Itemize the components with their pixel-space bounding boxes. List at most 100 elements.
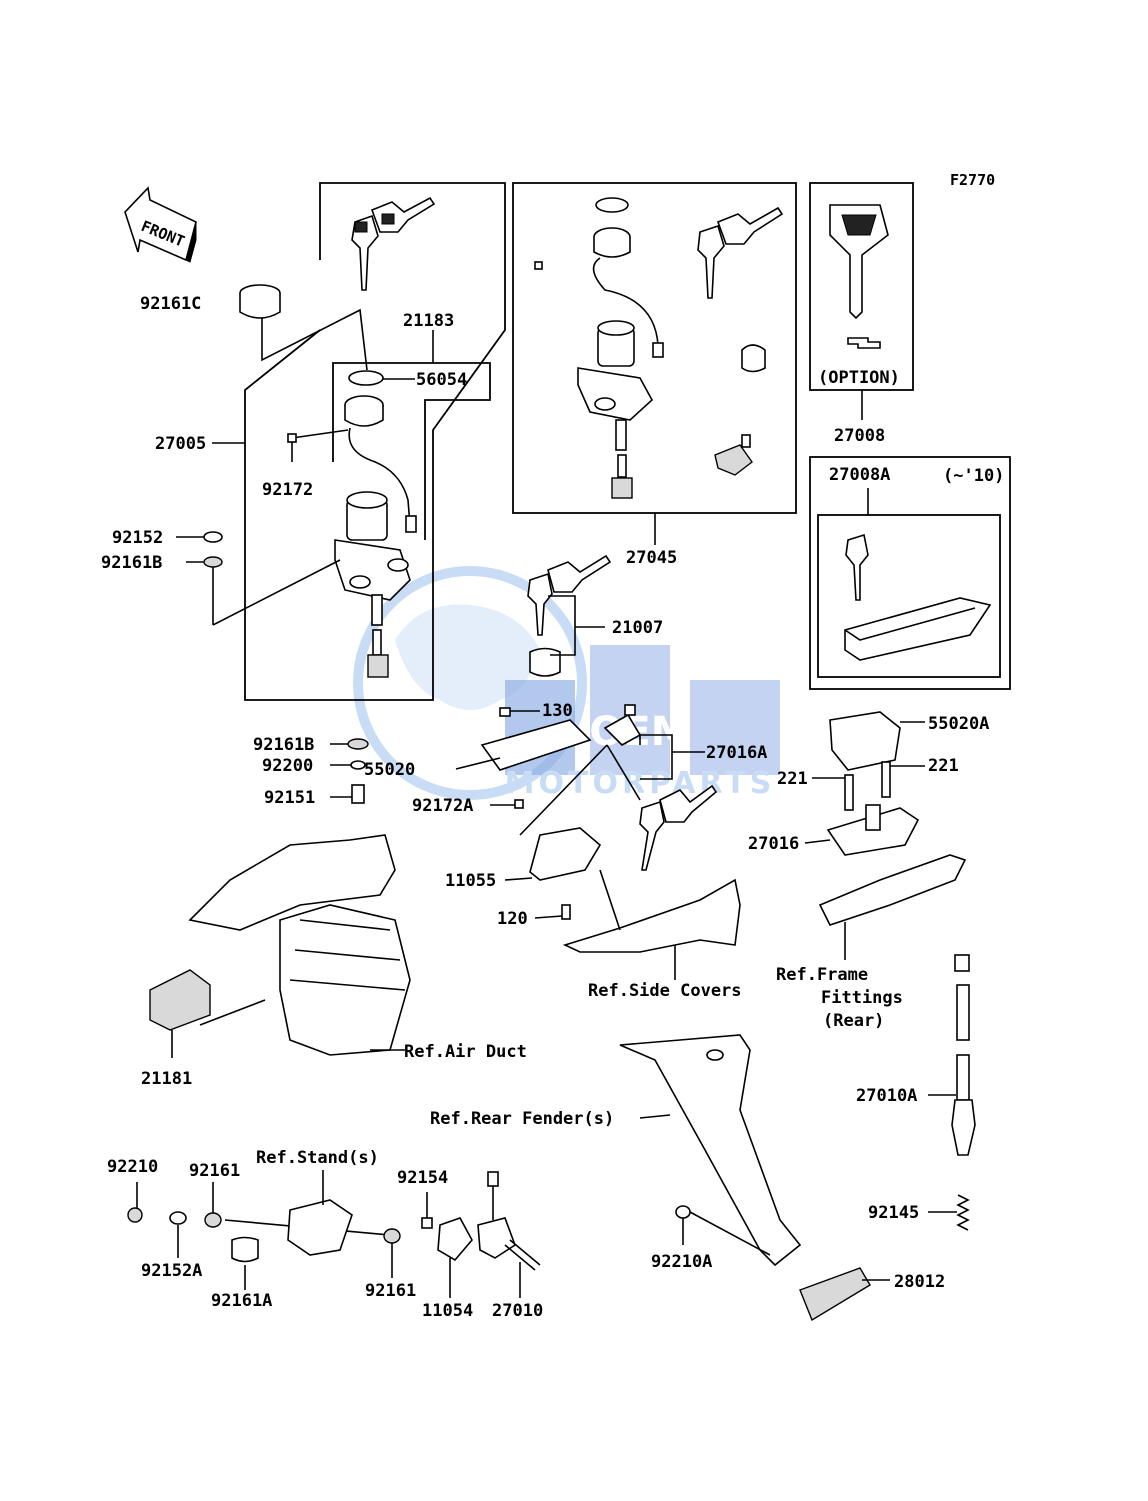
switch-27010A xyxy=(951,954,976,1231)
label-92210A: 92210A xyxy=(651,1252,712,1272)
label-27008: 27008 xyxy=(834,426,885,446)
air-duct xyxy=(279,904,411,1056)
screw-221-right xyxy=(881,761,891,798)
label-ref-stand: Ref.Stand(s) xyxy=(256,1148,379,1168)
nut-92210A xyxy=(675,1205,691,1219)
switch-27010 xyxy=(477,1217,516,1259)
washer-92200 xyxy=(350,760,366,770)
label-21183: 21183 xyxy=(403,311,454,331)
screw-92172A xyxy=(514,799,524,809)
label-92161A: 92161A xyxy=(211,1291,272,1311)
bolt-120 xyxy=(561,904,571,920)
label-92161-top: 92161 xyxy=(189,1161,240,1181)
label-11054: 11054 xyxy=(422,1301,473,1321)
washer-92152 xyxy=(203,531,223,543)
label-28012: 28012 xyxy=(894,1272,945,1292)
bolt-92154 xyxy=(421,1217,433,1229)
watermark-sub: MOTORPARTS xyxy=(505,766,776,801)
label-92161B-mid: 92161B xyxy=(253,735,314,755)
frame-fitting xyxy=(818,854,967,926)
label-ref-frame-1: Ref.Frame xyxy=(776,965,868,985)
label-92151: 92151 xyxy=(264,788,315,808)
label-120: 120 xyxy=(497,909,528,929)
label-27045: 27045 xyxy=(626,548,677,568)
o-ring-56054 xyxy=(348,370,384,386)
model-range-text: (~'10) xyxy=(943,466,1004,486)
key-option-icon xyxy=(829,204,889,349)
label-92210: 92210 xyxy=(107,1157,158,1177)
label-ref-frame-3: (Rear) xyxy=(823,1011,884,1031)
relay-21181 xyxy=(149,969,211,1031)
label-27016: 27016 xyxy=(748,834,799,854)
frame-left xyxy=(188,834,396,931)
label-27010: 27010 xyxy=(492,1301,543,1321)
label-92172A: 92172A xyxy=(412,796,473,816)
washer-92161B-top xyxy=(203,556,223,568)
switch-27016 xyxy=(826,807,920,856)
screw-92151 xyxy=(351,784,365,804)
cap-92161A xyxy=(231,1236,259,1263)
label-ref-side-covers: Ref.Side Covers xyxy=(588,981,742,1001)
figure-code: F2770 xyxy=(950,171,995,189)
label-221-left: 221 xyxy=(777,769,808,789)
ignition-switch-body-left xyxy=(334,491,411,678)
label-92161B-top: 92161B xyxy=(101,553,162,573)
nut-92161-top xyxy=(204,1212,222,1228)
bolt-130 xyxy=(499,707,511,717)
label-27010A: 27010A xyxy=(856,1086,917,1106)
switch-27016A xyxy=(603,704,718,871)
ignition-switch-27045-parts xyxy=(534,197,784,499)
nut-92161-bottom xyxy=(383,1228,401,1244)
label-ref-rear-fender: Ref.Rear Fender(s) xyxy=(430,1109,614,1129)
watermark-globe-icon xyxy=(353,566,587,800)
label-55020A: 55020A xyxy=(928,714,989,734)
bracket-55020 xyxy=(480,719,592,771)
washer-92161B-mid xyxy=(347,738,369,750)
key-27008A-box xyxy=(809,456,1011,690)
ignition-switch-set-outline xyxy=(244,182,506,701)
key-27008A-icon xyxy=(844,533,992,661)
bracket-11054 xyxy=(437,1217,473,1262)
label-ref-air-duct: Ref.Air Duct xyxy=(404,1042,527,1062)
label-92200: 92200 xyxy=(262,756,313,776)
label-27016A: 27016A xyxy=(706,743,767,763)
reflector-28012 xyxy=(799,1267,871,1322)
label-27005: 27005 xyxy=(155,434,206,454)
label-56054: 56054 xyxy=(416,370,467,390)
label-221-right: 221 xyxy=(928,756,959,776)
label-92152A: 92152A xyxy=(141,1261,202,1281)
cap-92210 xyxy=(127,1207,143,1223)
washer-92152A xyxy=(169,1211,187,1225)
watermark: OEM MOTORPARTS xyxy=(353,566,780,801)
watermark-brand: OEM xyxy=(589,709,690,755)
label-21007: 21007 xyxy=(612,618,663,638)
label-92145: 92145 xyxy=(868,1203,919,1223)
part-labels: 92161C 21183 56054 27005 92172 92152 921… xyxy=(101,294,1004,1321)
cover-55020A xyxy=(829,711,901,771)
side-cover xyxy=(562,878,741,953)
stand-bracket xyxy=(287,1199,353,1256)
key-pair-left-icon xyxy=(351,196,436,291)
bracket-11055 xyxy=(529,827,602,881)
screw-221-left xyxy=(844,774,854,811)
key-27008A-inner-box xyxy=(817,514,1001,678)
label-11055: 11055 xyxy=(445,871,496,891)
switch-cap-wire xyxy=(344,395,417,533)
label-92172: 92172 xyxy=(262,480,313,500)
label-55020: 55020 xyxy=(364,760,415,780)
label-92161C: 92161C xyxy=(140,294,201,314)
grommet-92161C xyxy=(239,284,281,319)
label-92152: 92152 xyxy=(112,528,163,548)
label-92154: 92154 xyxy=(397,1168,448,1188)
rear-fender xyxy=(619,1034,802,1267)
label-21181: 21181 xyxy=(141,1069,192,1089)
label-92161-bottom: 92161 xyxy=(365,1281,416,1301)
label-130: 130 xyxy=(542,701,573,721)
21183-bracket xyxy=(332,362,491,540)
label-ref-frame-2: Fittings xyxy=(821,988,903,1008)
key-set-21007-icon xyxy=(527,554,612,677)
label-27008A: 27008A xyxy=(829,465,890,485)
option-text: (OPTION) xyxy=(818,368,900,388)
